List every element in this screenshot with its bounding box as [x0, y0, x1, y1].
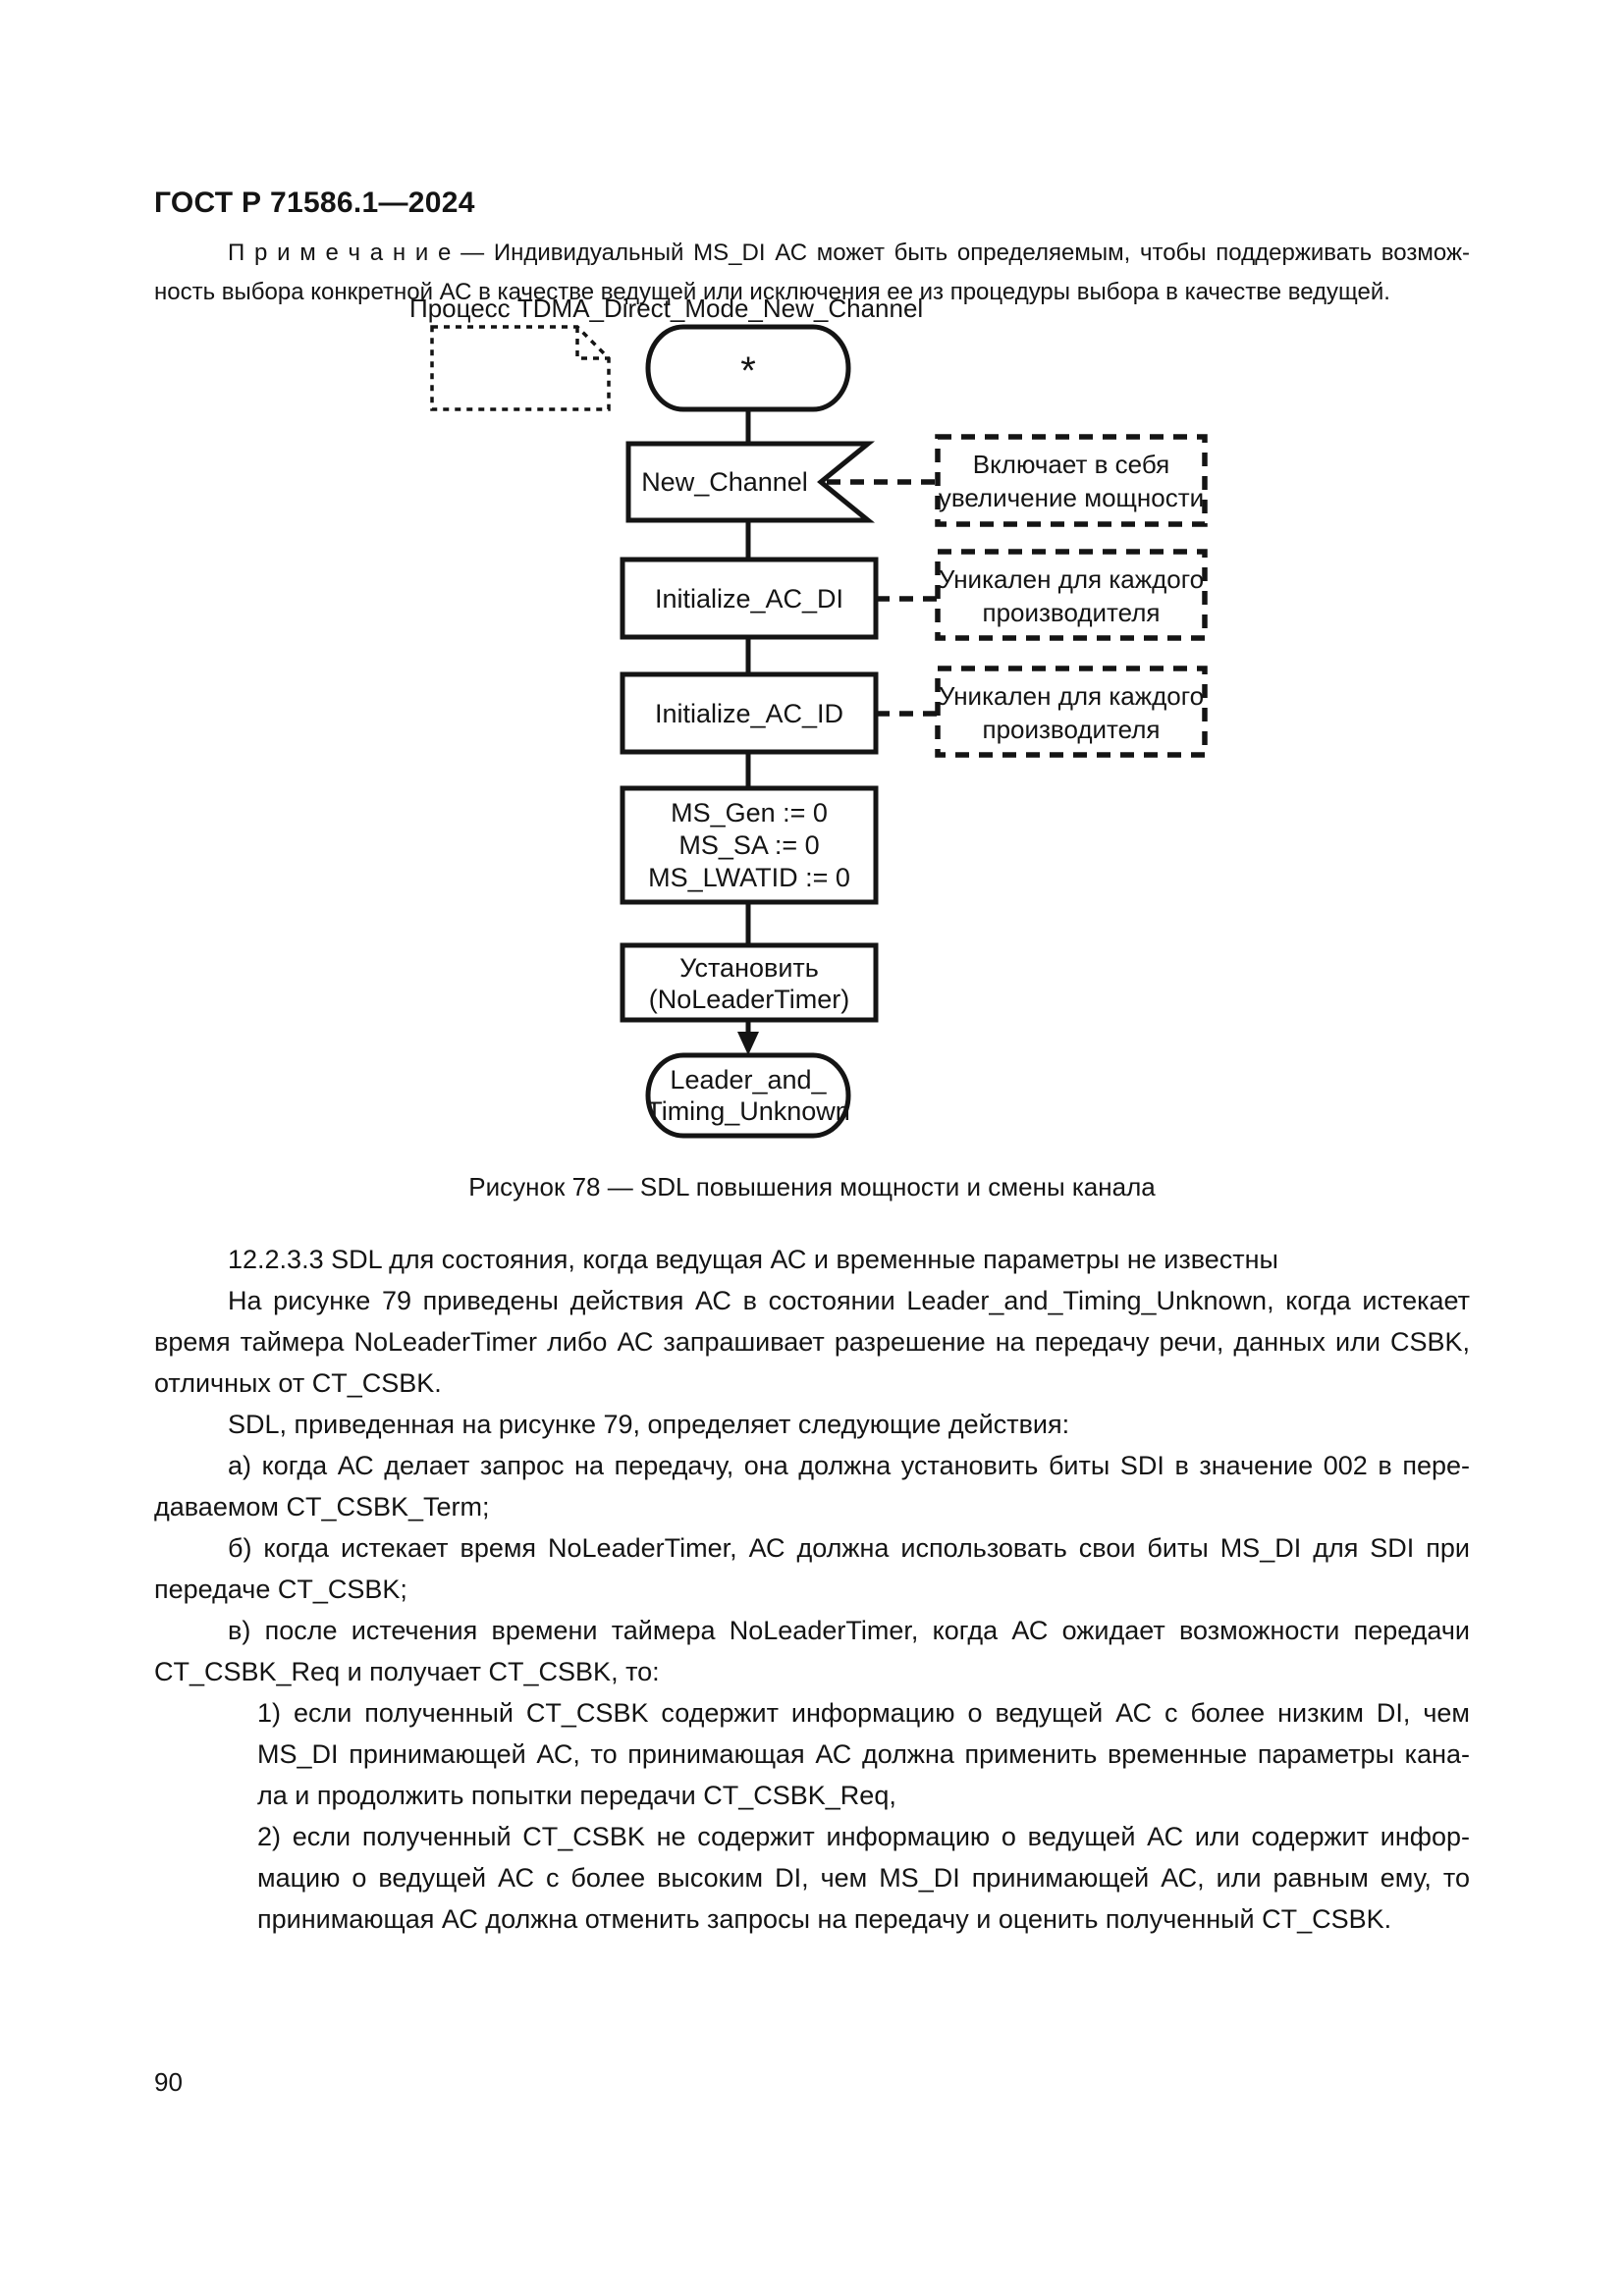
comment-text-line: производителя: [982, 598, 1160, 627]
start-state-label: *: [740, 349, 756, 393]
sdl-diagram: Процесс TDMA_Direct_Mode_New_Channel * N…: [154, 294, 1470, 1198]
text-line: а) когда АС делает запрос на передачу, о…: [228, 1451, 1470, 1480]
comment-text-line: Уникален для каждого: [939, 681, 1204, 711]
text-symbol-fold: [575, 327, 609, 360]
comment-text-line: Уникален для каждого: [939, 564, 1204, 594]
text-line: ла и продолжить попытки передачи CT_CSBK…: [257, 1781, 896, 1810]
arrow-to-state: [737, 1020, 759, 1055]
text-line: даваемом CT_CSBK_Term;: [154, 1492, 490, 1522]
doc-code-header: ГОСТ Р 71586.1—2024: [154, 187, 475, 219]
text-symbol-outline: [430, 325, 611, 411]
paragraph-item-a: а) когда АС делает запрос на передачу, о…: [154, 1445, 1470, 1527]
text-line: MS_DI принимающей АС, то принимающая АС …: [257, 1739, 1470, 1769]
task-box: [620, 671, 879, 755]
task-set-timer: Установить (NoLeaderTimer): [620, 942, 879, 1023]
section-heading-line: 12.2.3.3 SDL для состояния, когда ведуща…: [228, 1245, 1278, 1274]
text-line: 2) если полученный CT_CSBK не содержит и…: [257, 1822, 1470, 1851]
paragraph-subitem-1: 1) если полученный CT_CSBK содержит инфо…: [257, 1692, 1470, 1816]
task-box: [620, 785, 879, 905]
figure-caption: Рисунок 78 — SDL повышения мощности и см…: [468, 1172, 1156, 1201]
task-label: Initialize_AC_ID: [655, 699, 843, 728]
task-initialize-ac-di: Initialize_AC_DI: [620, 557, 879, 640]
text-line: 1) если полученный CT_CSBK содержит инфо…: [257, 1698, 1470, 1728]
note-paragraph: П р и м е ч а н и е — Индивидуальный MS_…: [154, 234, 1470, 312]
set-timer-line: (NoLeaderTimer): [649, 985, 850, 1014]
text-line: мацию о ведущей АС с более высоким DI, ч…: [257, 1863, 1470, 1893]
paragraph: SDL, приведенная на рисунке 79, определя…: [154, 1404, 1470, 1445]
text-line: П р и м е ч а н и е — Индивидуальный MS_…: [228, 240, 1470, 266]
text-line: время таймера NoLeaderTimer либо АС запр…: [154, 1327, 1470, 1357]
text-line: CT_CSBK_Req и получает CT_CSBK, то:: [154, 1657, 660, 1686]
text-line: передаче CT_CSBK;: [154, 1575, 407, 1604]
arrow-head: [737, 1032, 759, 1055]
assignment-line: MS_Gen := 0: [671, 798, 828, 828]
input-signal-new-channel: New_Channel: [625, 441, 876, 523]
task-assignments: MS_Gen := 0 MS_SA := 0 MS_LWATID := 0: [620, 785, 879, 905]
text-line: На рисунке 79 приведены действия АС в со…: [228, 1286, 1470, 1315]
page-number: 90: [154, 2067, 183, 2097]
state-shape: [645, 1052, 851, 1139]
state-leader-and-timing-unknown: Leader_and_ Timing_Unknown: [645, 1052, 851, 1139]
comment-box-border: [935, 666, 1208, 758]
paragraph-item-v: в) после истечения времени таймера NoLea…: [154, 1610, 1470, 1692]
comment-box-vendor-unique-1: Уникален для каждого производителя: [935, 549, 1208, 641]
comment-text-line: увеличение мощности: [939, 483, 1204, 512]
comment-text-line: Включает в себя: [973, 450, 1169, 479]
input-signal-shape: [625, 441, 876, 523]
comment-box-vendor-unique-2: Уникален для каждого производителя: [935, 666, 1208, 758]
body-text: 12.2.3.3 SDL для состояния, когда ведуща…: [154, 1239, 1470, 1940]
paragraph-item-b: б) когда истекает время NoLeaderTimer, А…: [154, 1527, 1470, 1610]
comment-box-border: [935, 434, 1208, 527]
task-box: [620, 942, 879, 1023]
text-line: б) когда истекает время NoLeaderTimer, А…: [228, 1533, 1470, 1563]
state-label-line: Leader_and_: [670, 1065, 827, 1095]
section-heading: 12.2.3.3 SDL для состояния, когда ведуща…: [154, 1239, 1470, 1280]
start-state: *: [645, 324, 851, 412]
text-line: отличных от CT_CSBK.: [154, 1368, 442, 1398]
text-line: принимающая АС должна отменить запросы н…: [257, 1904, 1392, 1934]
assignment-line: MS_SA := 0: [678, 830, 819, 860]
paragraph: На рисунке 79 приведены действия АС в со…: [154, 1280, 1470, 1404]
text-line: в) после истечения времени таймера NoLea…: [228, 1616, 1470, 1645]
assignment-line: MS_LWATID := 0: [648, 863, 850, 892]
task-label: Initialize_AC_DI: [655, 584, 843, 614]
text-line: SDL, приведенная на рисунке 79, определя…: [228, 1410, 1070, 1439]
paragraph-subitem-2: 2) если полученный CT_CSBK не содержит и…: [257, 1816, 1470, 1940]
text-line: ность выбора конкретной АС в качестве ве…: [154, 279, 1390, 305]
text-symbol: [430, 325, 611, 411]
diagram-title: Процесс TDMA_Direct_Mode_New_Channel: [409, 294, 923, 323]
input-signal-label: New_Channel: [641, 467, 808, 497]
set-timer-line: Установить: [679, 953, 819, 983]
comment-box-power-increase: Включает в себя увеличение мощности: [935, 434, 1208, 527]
comment-text-line: производителя: [982, 715, 1160, 744]
task-initialize-ac-id: Initialize_AC_ID: [620, 671, 879, 755]
comment-box-border: [935, 549, 1208, 641]
state-label-line: Timing_Unknown: [646, 1096, 850, 1126]
